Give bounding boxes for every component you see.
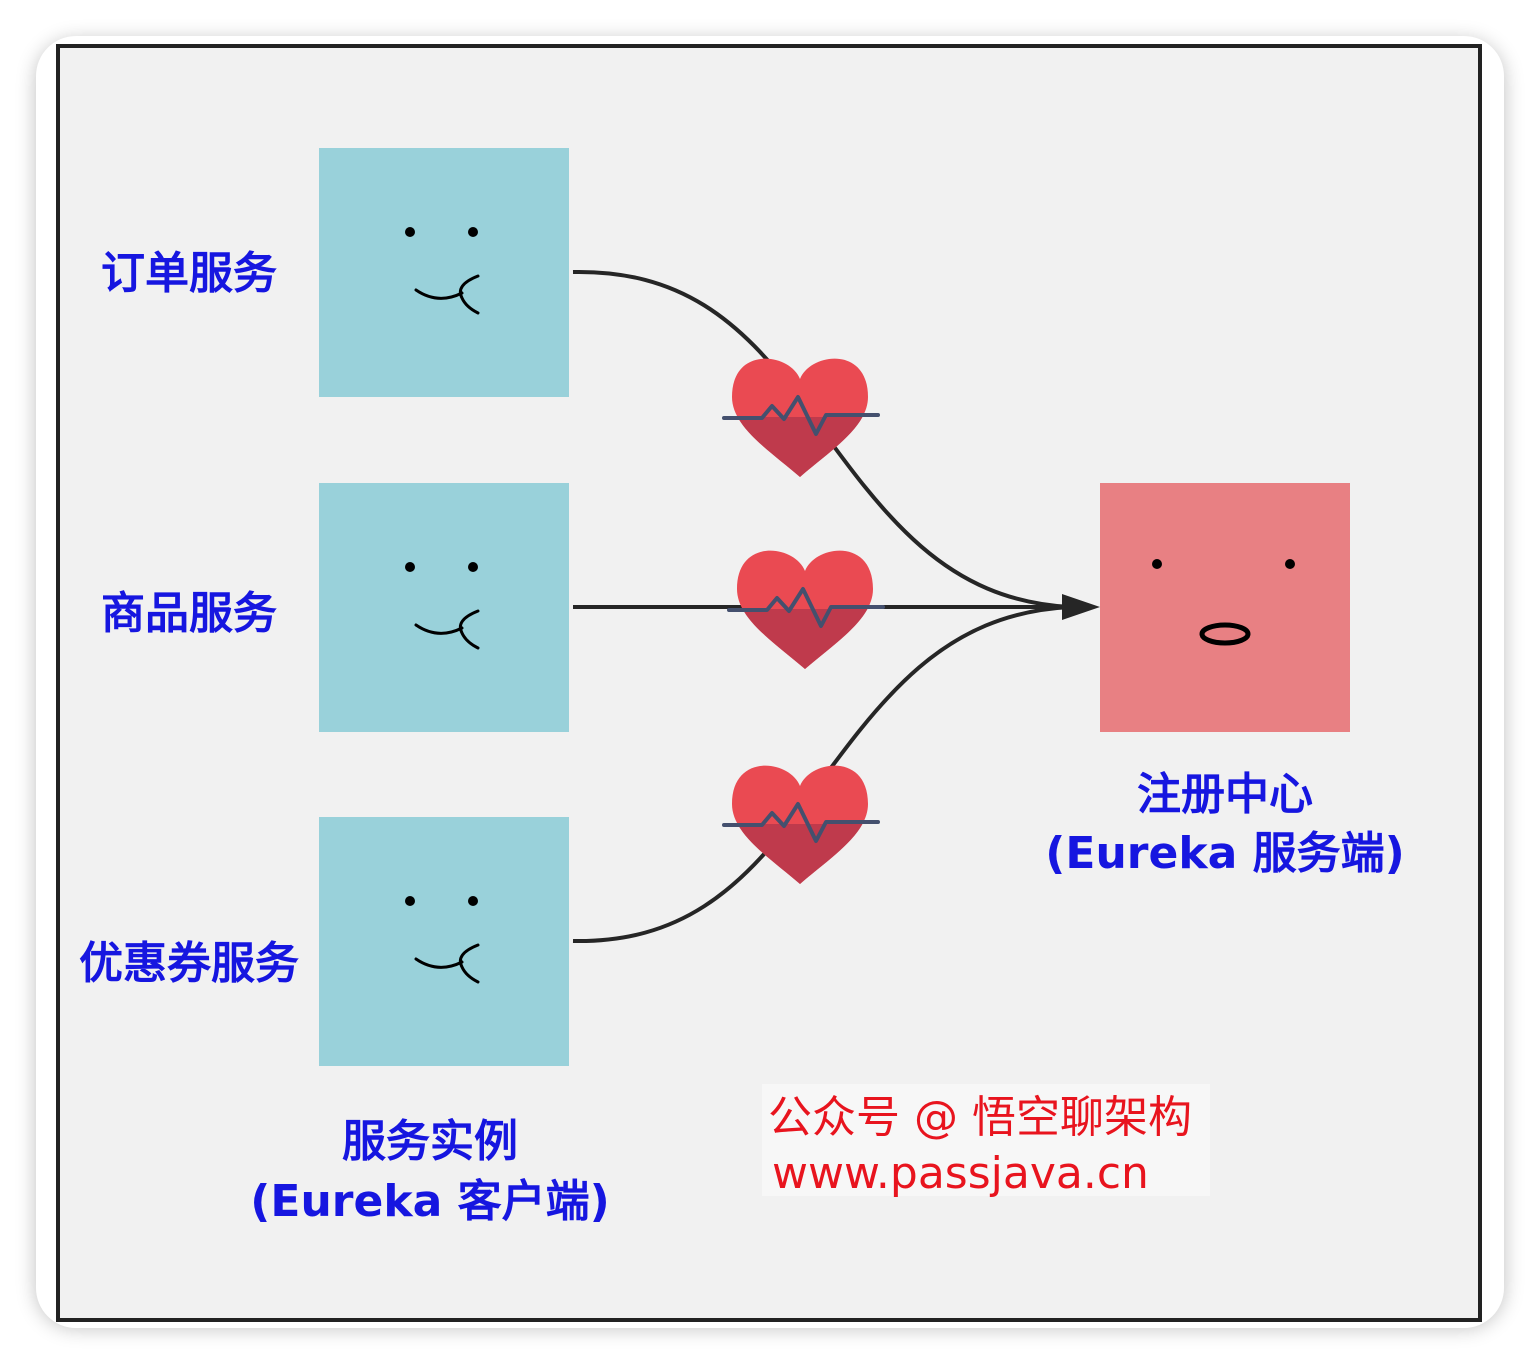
arrow-head-icon (1062, 594, 1100, 620)
server-box (1100, 483, 1350, 732)
client-box-order (319, 148, 569, 397)
client-box-coupon (319, 817, 569, 1066)
watermark-background (762, 1084, 1210, 1196)
clients-caption-subtitle: (Eureka 客户端) (250, 1176, 609, 1227)
watermark-account: 公众号 @ 悟空聊架构 (768, 1092, 1192, 1143)
client-box-product (319, 483, 569, 732)
surprised-face-icon (1152, 559, 1295, 646)
client-label-order: 订单服务 (101, 248, 277, 299)
client-label-coupon: 优惠券服务 (79, 938, 299, 989)
client-label-product: 商品服务 (101, 588, 277, 639)
clients-caption-title: 服务实例 (342, 1116, 518, 1167)
server-caption-subtitle: (Eureka 服务端) (1045, 828, 1404, 879)
server-caption-title: 注册中心 (1137, 769, 1313, 820)
watermark-url: www.passjava.cn (772, 1148, 1149, 1199)
